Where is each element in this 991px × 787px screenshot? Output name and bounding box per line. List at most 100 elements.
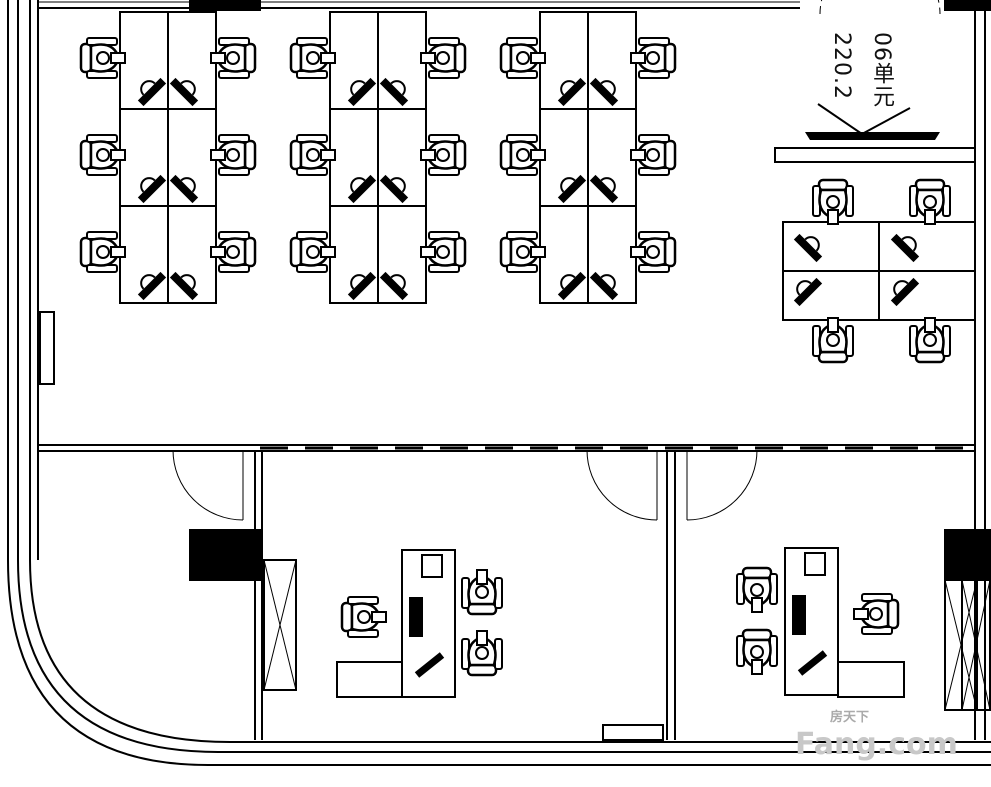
- person-head: [826, 333, 840, 347]
- monitor-base: [560, 177, 576, 193]
- chair-back: [453, 139, 467, 171]
- person-head: [475, 585, 489, 599]
- keyboard: [751, 659, 763, 675]
- side-table: [837, 661, 905, 698]
- person-head: [646, 51, 660, 65]
- chair: [909, 317, 951, 364]
- desk: [878, 221, 976, 272]
- monitor-screen: [169, 174, 199, 204]
- monitor: [890, 233, 920, 263]
- keyboard: [630, 149, 646, 161]
- keyboard: [630, 246, 646, 258]
- monitor-base: [560, 80, 576, 96]
- monitor: [379, 174, 409, 204]
- keyboard: [420, 52, 436, 64]
- chair-back: [663, 139, 677, 171]
- monitor-base: [600, 177, 616, 193]
- keyboard: [924, 317, 936, 333]
- monitor-screen: [379, 271, 409, 301]
- counter-ledge: [774, 147, 976, 163]
- monitor-screen: [890, 277, 920, 307]
- monitor: [793, 277, 823, 307]
- chair-back: [79, 139, 93, 171]
- person-head: [226, 51, 240, 65]
- monitor-base: [796, 280, 812, 296]
- keyboard: [210, 52, 226, 64]
- keyboard: [530, 246, 546, 258]
- exterior-wall-curve: [7, 559, 991, 766]
- chair: [79, 134, 126, 176]
- keyboard: [320, 246, 336, 258]
- monitor: [137, 271, 167, 301]
- keyboard: [110, 149, 126, 161]
- chair: [630, 231, 677, 273]
- chair-back: [79, 42, 93, 74]
- chair: [289, 231, 336, 273]
- monitor-screen: [137, 77, 167, 107]
- keyboard: [210, 246, 226, 258]
- monitor: [792, 595, 806, 635]
- monitor: [169, 271, 199, 301]
- monitor-screen: [137, 174, 167, 204]
- exterior-wall-curve: [17, 559, 991, 753]
- keyboard: [924, 209, 936, 225]
- person-head: [923, 333, 937, 347]
- monitor: [589, 77, 619, 107]
- chair-back: [466, 602, 498, 616]
- phone: [804, 552, 826, 576]
- monitor: [890, 277, 920, 307]
- person-head: [516, 51, 530, 65]
- keyboard: [110, 52, 126, 64]
- monitor: [589, 271, 619, 301]
- keyboard: [530, 149, 546, 161]
- monitor-screen: [890, 233, 920, 263]
- chair: [499, 37, 546, 79]
- chair-back: [741, 628, 773, 642]
- person-head: [475, 646, 489, 660]
- monitor-screen: [169, 77, 199, 107]
- chair-back: [741, 566, 773, 580]
- chair: [210, 37, 257, 79]
- monitor-base: [390, 274, 406, 290]
- chair-back: [243, 42, 257, 74]
- monitor-screen: [557, 77, 587, 107]
- monitor-base: [901, 236, 917, 252]
- chair: [812, 317, 854, 364]
- monitor: [557, 271, 587, 301]
- keyboard: [320, 149, 336, 161]
- monitor-base: [180, 177, 196, 193]
- keyboard: [827, 209, 839, 225]
- monitor: [589, 174, 619, 204]
- monitor: [347, 271, 377, 301]
- monitor-base: [350, 177, 366, 193]
- monitor: [169, 77, 199, 107]
- chair-back: [289, 42, 303, 74]
- chair-back: [453, 236, 467, 268]
- monitor-screen: [557, 174, 587, 204]
- monitor-screen: [793, 233, 823, 263]
- monitor-base: [350, 274, 366, 290]
- chair: [79, 37, 126, 79]
- chair-back: [243, 139, 257, 171]
- keyboard: [751, 597, 763, 613]
- monitor-base: [600, 80, 616, 96]
- entry-mat: [805, 132, 940, 140]
- keyboard: [476, 569, 488, 585]
- chair-back: [817, 178, 849, 192]
- keyboard: [371, 611, 387, 623]
- chair: [289, 134, 336, 176]
- monitor-base: [180, 274, 196, 290]
- entry-door-arc: [819, 0, 941, 15]
- monitor-screen: [589, 271, 619, 301]
- window-frame: [39, 311, 55, 385]
- guest-chair: [736, 566, 778, 613]
- person-head: [96, 51, 110, 65]
- monitor: [169, 174, 199, 204]
- chair-back: [79, 236, 93, 268]
- monitor: [137, 77, 167, 107]
- monitor-base: [180, 80, 196, 96]
- keyboard: [110, 246, 126, 258]
- chair-back: [289, 139, 303, 171]
